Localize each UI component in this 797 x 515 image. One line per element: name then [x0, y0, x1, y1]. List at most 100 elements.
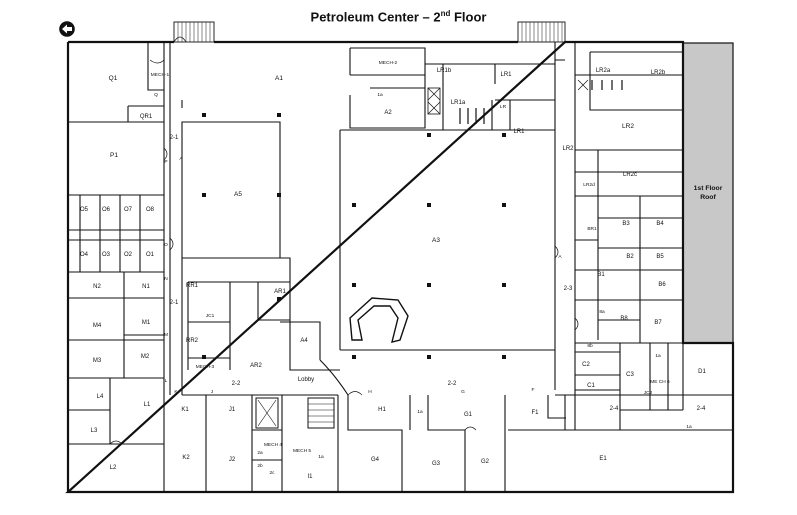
- room-label[interactable]: LR2: [562, 146, 574, 152]
- room-label[interactable]: L: [165, 378, 168, 384]
- room-label[interactable]: 1a: [655, 353, 661, 359]
- room-label[interactable]: O8: [146, 207, 155, 213]
- room-label[interactable]: 1a: [417, 409, 423, 415]
- room-label[interactable]: J2: [229, 457, 236, 463]
- room-label[interactable]: LR2c: [623, 172, 637, 178]
- room-label[interactable]: LR1: [513, 129, 525, 135]
- room-label[interactable]: ME CH 6: [650, 379, 670, 385]
- room-label[interactable]: O3: [102, 252, 111, 258]
- room-label[interactable]: MECH 4: [264, 442, 282, 448]
- room-label[interactable]: H1: [378, 407, 386, 413]
- room-label[interactable]: P1: [110, 152, 118, 159]
- room-label[interactable]: 2b: [257, 463, 263, 469]
- room-label[interactable]: J: [211, 389, 214, 395]
- room-label[interactable]: F: [532, 387, 535, 393]
- room-label[interactable]: O2: [124, 252, 133, 258]
- room-label[interactable]: M: [164, 332, 168, 338]
- room-label[interactable]: LR2d: [583, 182, 595, 188]
- room-label[interactable]: MECH-3: [196, 364, 215, 370]
- room-label[interactable]: 8a: [599, 309, 605, 315]
- room-label[interactable]: B6: [658, 282, 666, 288]
- room-label[interactable]: Lobby: [298, 377, 314, 383]
- room-label[interactable]: G4: [371, 457, 380, 463]
- room-label[interactable]: B2: [626, 254, 634, 260]
- room-label[interactable]: H: [368, 389, 372, 395]
- room-label[interactable]: M3: [93, 358, 102, 364]
- room-label[interactable]: A1: [275, 75, 283, 82]
- room-label[interactable]: M4: [93, 323, 102, 329]
- room-label[interactable]: A3: [432, 237, 440, 244]
- room-label[interactable]: K1: [181, 407, 189, 413]
- room-label[interactable]: I1: [307, 474, 313, 480]
- room-label[interactable]: MECH-2: [379, 60, 398, 66]
- room-label[interactable]: M1: [142, 320, 151, 326]
- room-label[interactable]: K2: [182, 455, 190, 461]
- room-label[interactable]: L2: [110, 465, 117, 471]
- room-label[interactable]: O4: [80, 252, 89, 258]
- room-label[interactable]: O6: [102, 207, 111, 213]
- room-label[interactable]: L1: [144, 402, 151, 408]
- room-label[interactable]: JC2: [644, 390, 653, 396]
- room-label[interactable]: MECH-1: [151, 72, 170, 78]
- room-label[interactable]: G3: [432, 461, 441, 467]
- room-label[interactable]: N: [164, 276, 168, 282]
- room-label[interactable]: L4: [97, 394, 104, 400]
- room-label[interactable]: C2: [582, 362, 590, 368]
- room-label[interactable]: LR1: [500, 72, 512, 78]
- room-label[interactable]: LR2b: [651, 70, 666, 76]
- room-label[interactable]: O7: [124, 207, 133, 213]
- room-label[interactable]: JC1: [206, 313, 215, 319]
- room-label[interactable]: 1a: [318, 454, 324, 460]
- room-label[interactable]: B7: [654, 320, 662, 326]
- room-label[interactable]: C3: [626, 372, 634, 378]
- room-label[interactable]: B5: [656, 254, 664, 260]
- room-label[interactable]: Q1: [109, 75, 118, 82]
- room-label[interactable]: A2: [384, 110, 392, 116]
- room-label[interactable]: 2a: [257, 450, 263, 456]
- room-label[interactable]: D1: [698, 369, 706, 375]
- room-label[interactable]: M2: [141, 354, 150, 360]
- room-label[interactable]: B8: [620, 316, 628, 322]
- room-label[interactable]: AR1: [274, 289, 286, 295]
- room-label[interactable]: B4: [656, 221, 664, 227]
- room-label[interactable]: QR1: [140, 114, 153, 120]
- room-label[interactable]: J1: [229, 407, 236, 413]
- room-label[interactable]: Q: [154, 92, 158, 98]
- title-sup: nd: [440, 9, 451, 18]
- room-label[interactable]: O1: [146, 252, 155, 258]
- room-label[interactable]: LR2: [622, 123, 634, 130]
- room-label[interactable]: 1a: [377, 92, 383, 98]
- room-label[interactable]: 8b: [587, 343, 593, 349]
- room-label[interactable]: G: [461, 389, 465, 395]
- room-label[interactable]: E1: [599, 456, 607, 462]
- room-label[interactable]: N1: [142, 284, 150, 290]
- room-label[interactable]: 1a: [686, 424, 692, 430]
- room-label[interactable]: AR2: [250, 363, 262, 369]
- room-label[interactable]: G1: [464, 412, 473, 418]
- room-label[interactable]: C1: [587, 383, 595, 389]
- room-label[interactable]: RR2: [186, 338, 199, 344]
- room-label[interactable]: A: [558, 254, 562, 260]
- room-label[interactable]: N2: [93, 284, 101, 290]
- room-label[interactable]: O: [164, 242, 168, 248]
- room-label[interactable]: P: [164, 159, 167, 165]
- room-label[interactable]: LR1a: [451, 100, 466, 106]
- room-label[interactable]: A4: [300, 338, 308, 344]
- room-label[interactable]: G2: [481, 459, 490, 465]
- room-label[interactable]: LR2a: [596, 68, 611, 74]
- room-label[interactable]: LR1b: [437, 68, 452, 74]
- room-label[interactable]: B1: [597, 272, 605, 278]
- corridor-label: 2-3: [564, 286, 573, 292]
- room-label[interactable]: F1: [531, 410, 539, 416]
- room-label[interactable]: L3: [91, 428, 98, 434]
- left-arrow-circle-icon[interactable]: [58, 20, 76, 38]
- room-label[interactable]: O5: [80, 207, 89, 213]
- room-label[interactable]: K: [174, 389, 178, 395]
- room-label[interactable]: 2c: [269, 470, 275, 476]
- room-label[interactable]: BR1: [587, 226, 597, 232]
- room-label[interactable]: A5: [234, 191, 242, 198]
- room-label[interactable]: RR1: [186, 283, 199, 289]
- room-label[interactable]: LR: [500, 104, 507, 110]
- room-label[interactable]: MECH 5: [293, 448, 311, 454]
- room-label[interactable]: B3: [622, 221, 630, 227]
